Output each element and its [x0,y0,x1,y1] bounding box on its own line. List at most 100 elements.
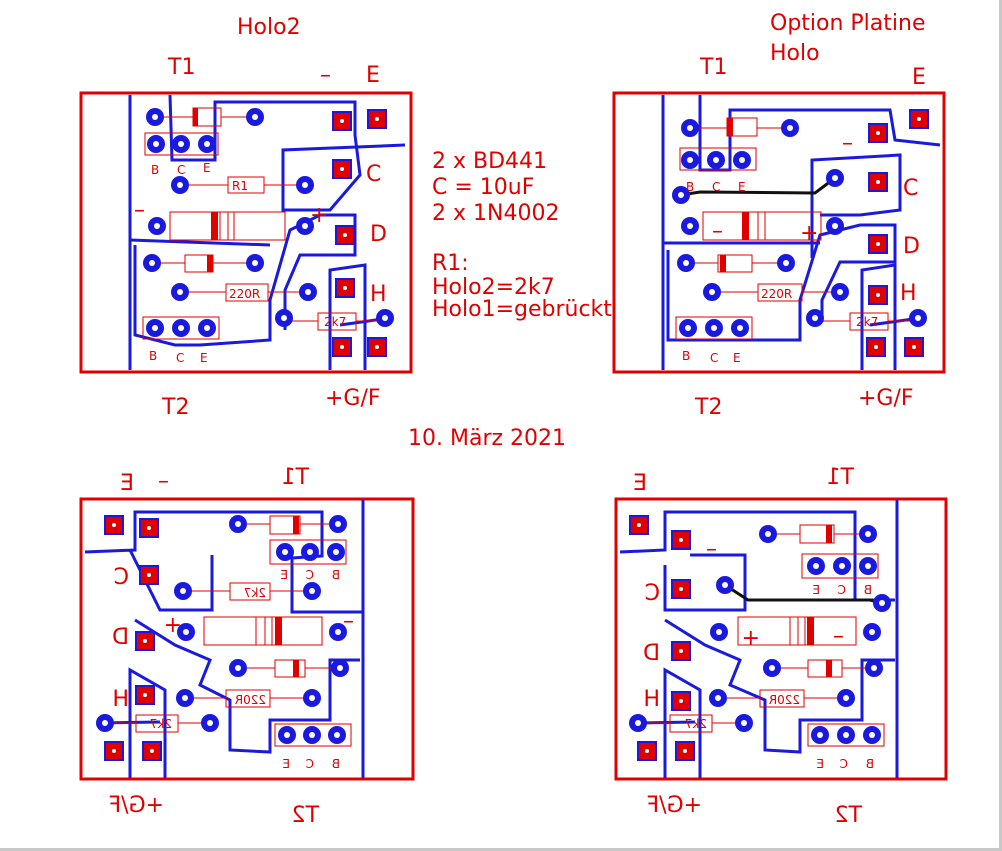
label-e: E [633,471,647,496]
pin-label-e2: E [282,757,290,771]
square-pads [866,109,929,357]
board-mirrored-left: T1 E – C D H +G/F T2 [79,465,415,828]
board-outline [612,91,946,374]
components [675,117,918,340]
label-c: C [114,565,129,590]
note-line: C = 10uF [432,175,534,200]
pin-label-c: C [177,163,185,177]
note-line: R1: [432,251,469,276]
traces [661,95,941,370]
cap-minus-label: – [712,219,723,244]
cap-minus-label: – [343,609,354,634]
pin-label-b2: B [332,757,340,771]
component-marks [275,516,299,677]
pin-label-b: B [686,180,694,194]
label-e: E [366,63,380,88]
component-marks [720,118,749,272]
cap-plus-label: + [310,203,328,228]
label-h: H [900,281,917,306]
label-t1: T1 [827,465,855,490]
square-pads [332,109,387,357]
date-label: 10. März 2021 [408,426,566,451]
pin-label-c2: C [710,351,718,365]
note-line: Holo1=gebrückt [432,297,612,322]
pin-label-e: E [280,568,288,582]
round-pads [143,108,394,337]
label-minus: – [320,63,331,88]
traces [128,94,406,370]
part-labels: B C E 2k7 220R 2k7 – + B C E [150,568,354,771]
round-pads [672,119,927,337]
note-line: 2 x 1N4002 [432,201,559,226]
resistor-label-2k7: 2k7 [685,717,707,731]
resistor-label-2k7b: 2k7 [150,717,172,731]
frame-edge-bottom [0,848,1002,851]
pin-label-b: B [151,163,159,177]
component-marks [807,525,832,677]
resistor-label-220r: 220R [229,287,260,301]
pin-label-c: C [712,180,720,194]
board-mirrored-right: T1 E C D H +G/F T2 [614,465,948,828]
label-gf: +G/F [325,386,381,411]
label-c: C [645,581,660,606]
pin-label-c2: C [306,757,314,771]
label-d: D [112,625,129,650]
pin-label-e2: E [733,351,741,365]
cap-plus-label: + [164,613,182,638]
label-e: E [912,65,926,90]
pin-label-b2: B [866,757,874,771]
minus-label: – [706,537,717,562]
label-h: H [643,687,660,712]
resistor-label-2k7: 2k7 [856,315,878,329]
resistor-label-2k7: 2k7 [244,586,266,600]
square-pads [104,515,162,761]
pin-label-b2: B [149,349,157,363]
label-t2: T2 [694,395,722,420]
board-title: Holo2 [237,15,301,40]
label-minus: – [158,469,169,494]
pin-label-c: C [838,583,846,597]
round-pads [96,515,349,744]
label-d: D [903,234,920,259]
pin-label-e: E [812,583,820,597]
part-labels: B C E 220R 2k7 – + – B C E [685,537,874,771]
label-t1: T1 [167,55,195,80]
resistor-label-r1: R1 [232,179,248,193]
resistor-label-220r: 220R [769,693,800,707]
resistor-label-220r: 220R [761,287,792,301]
cap-plus-label: + [742,626,760,651]
part-labels: B C E 220R 2k7 – + – B C E [682,131,878,365]
label-d: D [370,222,387,247]
note-line: Holo2=2k7 [432,275,555,300]
parts-notes: 2 x BD441 C = 10uF 2 x 1N4002 R1: Holo2=… [408,149,612,451]
label-gf: +G/F [858,386,914,411]
label-h: H [112,687,129,712]
pin-label-b: B [864,583,872,597]
label-t1: T1 [282,465,310,490]
board-outline [79,497,415,781]
label-e: E [120,471,134,496]
label-d: D [643,641,660,666]
board-title: Option Platine [770,11,926,36]
board-option-platine: Option Platine Holo T1 E C D H +G/F T2 [612,11,946,420]
cap-minus-label: – [134,198,145,223]
component-marks [193,108,218,272]
jumper-wire [724,583,883,605]
board-holo2: Holo2 T1 – E C D H +G/F T2 [79,15,413,420]
minus-label: – [842,131,853,156]
round-pads [629,525,891,744]
label-t2: T2 [161,395,189,420]
components [638,524,885,747]
board-outline [79,91,413,374]
label-h: H [370,282,387,307]
label-t2: T2 [292,803,320,828]
label-gf: +G/F [646,793,702,818]
square-pads [629,515,695,761]
jumper-wire [680,176,836,197]
label-c: C [366,162,381,187]
label-c: C [903,176,918,201]
label-t1: T1 [699,55,727,80]
pin-label-e2: E [200,351,208,365]
